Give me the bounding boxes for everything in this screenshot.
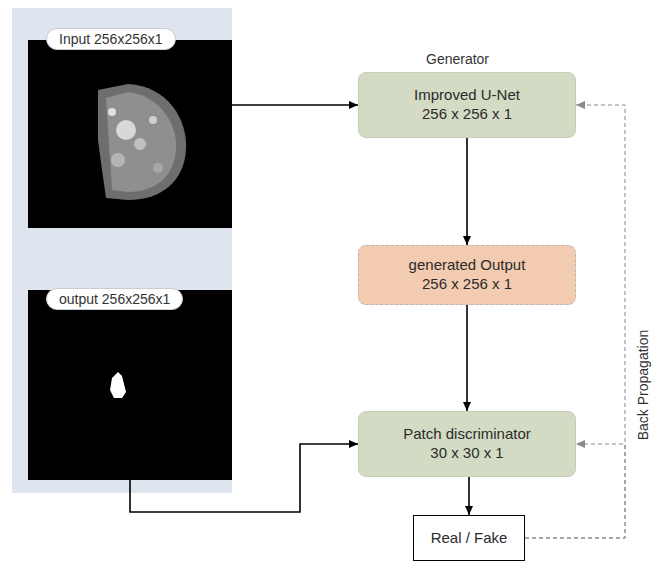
box-text: Patch discriminator 30 x 30 x 1 xyxy=(396,425,538,463)
image-label: output 256x256x1 xyxy=(46,288,183,310)
flow-arrow xyxy=(466,305,468,411)
image-label: Input 256x256x1 xyxy=(46,28,176,50)
box-heading: Generator xyxy=(426,51,489,69)
image-frame: Input 256x256x1 xyxy=(28,40,232,228)
process-box: Patch discriminator 30 x 30 x 1 xyxy=(358,411,576,477)
flow-arrow xyxy=(130,444,358,512)
flow-arrow xyxy=(468,477,470,515)
process-box: generated Output 256 x 256 x 1 xyxy=(358,245,576,305)
box-text: generated Output 256 x 256 x 1 xyxy=(403,256,531,294)
process-box: GeneratorImproved U-Net 256 x 256 x 1 xyxy=(358,72,576,138)
edge-label: Back Propagation xyxy=(635,328,651,443)
mri-input-image xyxy=(28,40,232,228)
box-text: Improved U-Net 256 x 256 x 1 xyxy=(408,86,526,124)
process-box: Real / Fake xyxy=(413,515,525,561)
mask-output-image xyxy=(28,290,232,480)
box-text: Real / Fake xyxy=(431,529,508,548)
flow-arrow xyxy=(232,104,358,106)
image-frame: output 256x256x1 xyxy=(28,290,232,480)
flow-arrow xyxy=(466,138,468,245)
